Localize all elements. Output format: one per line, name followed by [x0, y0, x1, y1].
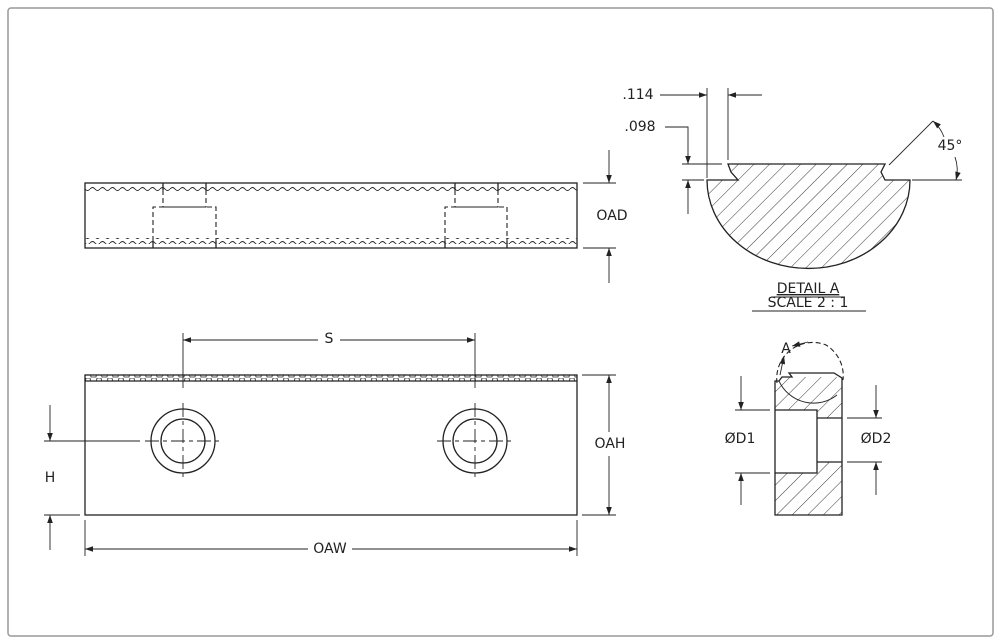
- dim-label-d1: ØD1: [725, 431, 756, 447]
- dimension-groove-depth: .098: [624, 119, 722, 214]
- dimension-d2: ØD2: [847, 385, 891, 495]
- dimension-d1: ØD1: [725, 376, 770, 505]
- front-view: [84, 374, 578, 516]
- drawing-frame: [7, 7, 994, 637]
- dimension-oaw: OAW: [84, 520, 578, 557]
- dimension-oad: OAD: [583, 150, 628, 283]
- dim-label-oaw: OAW: [313, 541, 347, 557]
- detail-callout-label: A: [781, 341, 791, 357]
- detail-title: DETAIL A: [777, 281, 840, 297]
- detail-scale: SCALE 2 : 1: [768, 295, 849, 311]
- dim-label-angle: 45°: [938, 138, 963, 154]
- dimension-angle: 45°: [888, 120, 963, 181]
- dim-label-groove-width: .114: [622, 87, 653, 103]
- dim-label-d2: ØD2: [861, 431, 892, 447]
- dim-label-oad: OAD: [596, 208, 627, 224]
- detail-a-view: [706, 163, 911, 270]
- detail-callout-circle: [776, 341, 844, 384]
- section-view: A: [774, 341, 844, 516]
- dim-label-oah: OAH: [595, 436, 626, 452]
- dimension-s: S: [182, 331, 476, 388]
- top-view: [84, 182, 578, 249]
- dimension-groove-width: .114: [622, 87, 762, 178]
- dimension-h: H: [44, 405, 140, 550]
- dimension-oah: OAH: [582, 374, 626, 516]
- dim-label-h: H: [45, 470, 56, 486]
- dim-label-groove-depth: .098: [624, 119, 655, 135]
- dim-label-s: S: [325, 331, 334, 347]
